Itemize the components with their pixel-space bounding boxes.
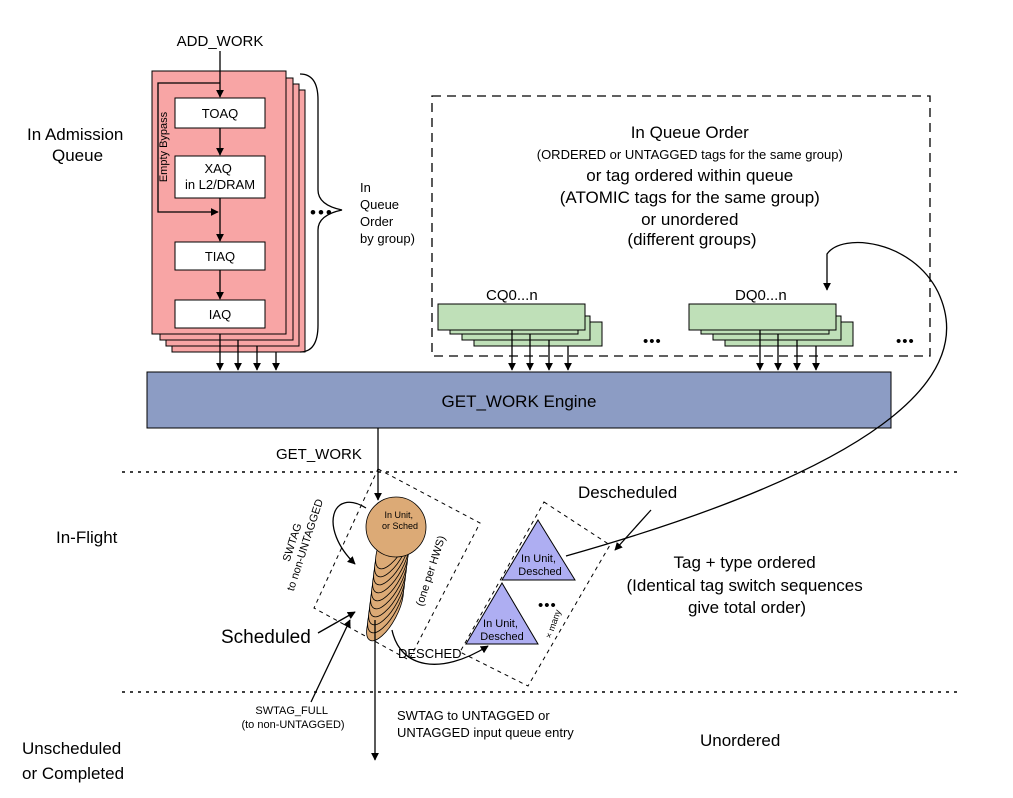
queue-order-region [431, 95, 931, 357]
queue-order-brace [299, 73, 343, 353]
cq-queue-stack [437, 303, 603, 347]
cq-to-engine-arrows [508, 330, 572, 371]
svg-text:In Unit, Desched: In Unit, Desched [518, 553, 561, 578]
desched-ellipsis: ••• [538, 597, 557, 614]
desched-arrow [391, 629, 489, 665]
descheduled-arrow [614, 509, 652, 551]
dq-ellipsis: ••• [896, 333, 915, 350]
zone-label-inflight: In-Flight [56, 528, 118, 547]
empty-bypass-arrow [157, 82, 220, 216]
tag-order-description: Tag + type ordered (Identical tag switch… [627, 553, 868, 617]
queue-order-description: In Queue Order (ORDERED or UNTAGGED tags… [537, 123, 848, 249]
get-work-label: GET_WORK [276, 446, 362, 463]
desched-arrow-label: DESCHED [398, 646, 462, 661]
reschedule-return-arrow [565, 241, 948, 557]
xaq-box: XAQ in L2/DRAM [174, 155, 266, 199]
dq-label: DQ0...n [735, 287, 787, 304]
tiaq-box: TIAQ [174, 241, 266, 271]
zone-label-unscheduled: Unscheduled or Completed [22, 739, 126, 783]
swtag-loop-label: SWTAG to non-UNTAGGED [273, 494, 326, 593]
svg-text:TOAQ: TOAQ [202, 106, 239, 121]
scheduled-arrow [317, 611, 356, 634]
swtag-full-label: SWTAG_FULL (to non-UNTAGGED) [241, 705, 344, 731]
svg-text:TIAQ: TIAQ [205, 249, 235, 264]
dq-queue-stack [688, 303, 854, 347]
desched-region [459, 501, 611, 687]
swtag-full-arrow [310, 619, 351, 703]
scheduled-label: Scheduled [221, 627, 311, 648]
desched-triangle-upper: In Unit, Desched [501, 519, 576, 581]
add-work-label: ADD_WORK [177, 33, 264, 50]
toaq-box: TOAQ [174, 97, 266, 129]
dq-to-engine-arrows [756, 330, 820, 371]
svg-text:IAQ: IAQ [209, 307, 231, 322]
swtag-loop-arrow [332, 501, 367, 565]
iaq-box: IAQ [174, 299, 266, 329]
brace-label: In Queue Order by group) [360, 180, 415, 246]
svg-text:GET_WORK Engine: GET_WORK Engine [442, 392, 597, 411]
empty-bypass-label: Empty Bypass [158, 111, 170, 182]
desched-triangle-lower: In Unit, Desched [465, 582, 539, 645]
cq-ellipsis: ••• [643, 333, 662, 350]
descheduled-label: Descheduled [578, 483, 677, 502]
admission-ellipsis: ••• [310, 203, 334, 222]
unordered-label: Unordered [700, 731, 780, 750]
swtag-untagged-label: SWTAG to UNTAGGED or UNTAGGED input queu… [397, 708, 574, 740]
zone-label-admission: In Admission Queue [27, 125, 128, 165]
admission-to-engine-arrows [216, 334, 280, 371]
svg-text:In Unit, Desched: In Unit, Desched [480, 618, 523, 643]
scheduled-stack [365, 496, 427, 642]
svg-text:XAQ in L2/DRAM: XAQ in L2/DRAM [185, 161, 255, 192]
cq-label: CQ0...n [486, 287, 538, 304]
get-work-engine: GET_WORK Engine [146, 371, 892, 429]
scheduled-stack-label: In Unit, or Sched [382, 510, 418, 531]
